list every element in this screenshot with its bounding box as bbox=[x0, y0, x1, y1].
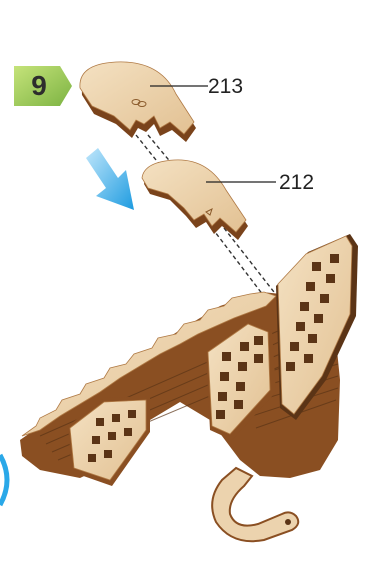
down-right-arrow-icon bbox=[86, 148, 134, 210]
assembled-body bbox=[20, 234, 358, 541]
part-212 bbox=[142, 160, 248, 240]
part-213 bbox=[80, 62, 196, 142]
callout-212: 212 bbox=[279, 171, 314, 194]
callout-213: 213 bbox=[208, 75, 243, 98]
partial-arc-icon bbox=[0, 455, 7, 505]
